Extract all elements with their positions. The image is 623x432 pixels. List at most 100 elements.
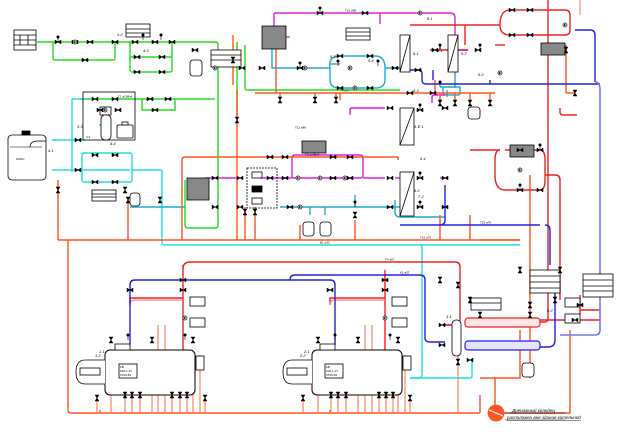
check-valve-icon[interactable] — [149, 336, 155, 344]
check-valve-icon[interactable] — [190, 336, 196, 344]
valve[interactable] — [526, 7, 534, 13]
valve[interactable] — [266, 154, 274, 160]
valve[interactable] — [133, 69, 141, 75]
pump-icon[interactable] — [347, 65, 353, 71]
valve[interactable] — [438, 342, 446, 348]
valve[interactable] — [386, 105, 394, 111]
valve[interactable] — [158, 69, 166, 75]
check-valve-icon[interactable] — [94, 394, 100, 402]
valve[interactable] — [441, 175, 449, 181]
pump-icon[interactable] — [382, 315, 388, 321]
pressure-gauge-icon[interactable] — [333, 333, 337, 341]
check-valve-icon[interactable] — [252, 208, 258, 216]
check-valve-icon[interactable] — [527, 311, 533, 319]
check-valve-icon[interactable] — [125, 196, 131, 204]
pump-icon[interactable] — [182, 315, 188, 321]
valve[interactable] — [191, 47, 199, 53]
valve[interactable] — [158, 54, 166, 60]
check-valve-icon[interactable] — [312, 96, 318, 104]
valve[interactable] — [258, 65, 266, 71]
check-valve-icon[interactable] — [437, 99, 443, 107]
pump-icon[interactable] — [562, 22, 568, 28]
valve[interactable] — [414, 67, 422, 73]
check-valve-icon[interactable] — [395, 336, 401, 344]
check-valve-icon[interactable] — [437, 276, 443, 284]
valve[interactable] — [74, 167, 82, 173]
valve[interactable] — [286, 204, 294, 210]
check-valve-icon[interactable] — [467, 99, 473, 107]
valve[interactable] — [91, 96, 99, 102]
check-valve-icon[interactable] — [552, 296, 558, 304]
valve[interactable] — [508, 7, 516, 13]
valve[interactable] — [386, 204, 394, 210]
pump-icon[interactable] — [72, 39, 78, 45]
valve[interactable] — [346, 175, 354, 181]
pressure-gauge-icon[interactable] — [388, 333, 392, 341]
valve[interactable] — [211, 204, 219, 210]
valve[interactable] — [86, 39, 94, 45]
check-valve-icon[interactable] — [333, 96, 339, 104]
valve[interactable] — [236, 175, 244, 181]
valve[interactable] — [361, 10, 369, 16]
valve[interactable] — [131, 39, 139, 45]
pump-icon[interactable] — [102, 107, 108, 113]
pressure-gauge-icon[interactable] — [183, 333, 187, 341]
pump-icon[interactable] — [297, 204, 303, 210]
check-valve-icon[interactable] — [355, 336, 361, 344]
check-valve-icon[interactable] — [487, 99, 493, 107]
valve[interactable] — [164, 96, 172, 102]
valve[interactable] — [438, 322, 446, 328]
check-valve-icon[interactable] — [55, 186, 61, 194]
valve[interactable] — [114, 107, 122, 113]
valve[interactable] — [91, 179, 99, 185]
check-valve-icon[interactable] — [242, 208, 248, 216]
check-valve-icon[interactable] — [300, 394, 306, 402]
valve[interactable] — [151, 107, 159, 113]
pump-icon[interactable] — [352, 85, 358, 91]
check-valve-icon[interactable] — [517, 266, 523, 274]
pressure-gauge-icon[interactable] — [126, 333, 130, 341]
valve[interactable] — [211, 175, 219, 181]
pump-icon[interactable] — [517, 167, 523, 173]
check-valve-icon[interactable] — [527, 301, 533, 309]
check-valve-icon[interactable] — [234, 116, 240, 124]
valve[interactable] — [441, 105, 449, 111]
valve[interactable] — [336, 53, 344, 59]
valve[interactable] — [74, 137, 82, 143]
pressure-gauge-icon[interactable] — [336, 59, 340, 67]
valve[interactable] — [326, 287, 334, 293]
pump-icon[interactable] — [317, 175, 323, 181]
pump-icon[interactable] — [212, 65, 218, 71]
valve[interactable] — [281, 154, 289, 160]
check-valve-icon[interactable] — [455, 358, 461, 366]
valve[interactable] — [429, 90, 437, 96]
check-valve-icon[interactable] — [108, 336, 114, 344]
valve[interactable] — [236, 204, 244, 210]
check-valve-icon[interactable] — [202, 394, 208, 402]
check-valve-icon[interactable] — [477, 311, 483, 319]
pump-icon[interactable] — [342, 175, 348, 181]
valve[interactable] — [508, 32, 516, 38]
pressure-gauge-icon[interactable] — [159, 33, 163, 41]
valve[interactable] — [266, 175, 274, 181]
check-valve-icon[interactable] — [352, 211, 358, 219]
check-valve-icon[interactable] — [407, 394, 413, 402]
check-valve-icon[interactable] — [122, 186, 128, 194]
pressure-gauge-icon[interactable] — [376, 59, 380, 67]
pump-icon[interactable] — [302, 65, 308, 71]
valve[interactable] — [329, 175, 337, 181]
valve[interactable] — [536, 187, 544, 193]
valve[interactable] — [133, 54, 141, 60]
pump-icon[interactable] — [417, 10, 423, 16]
check-valve-icon[interactable] — [315, 336, 321, 344]
valve[interactable] — [151, 39, 159, 45]
pump-icon[interactable] — [497, 70, 503, 76]
valve[interactable] — [111, 179, 119, 185]
check-valve-icon[interactable] — [277, 96, 283, 104]
check-valve-icon[interactable] — [452, 99, 458, 107]
valve[interactable] — [386, 175, 394, 181]
valve[interactable] — [391, 65, 399, 71]
pump-icon[interactable] — [295, 175, 301, 181]
valve[interactable] — [281, 175, 289, 181]
valve[interactable] — [146, 96, 154, 102]
